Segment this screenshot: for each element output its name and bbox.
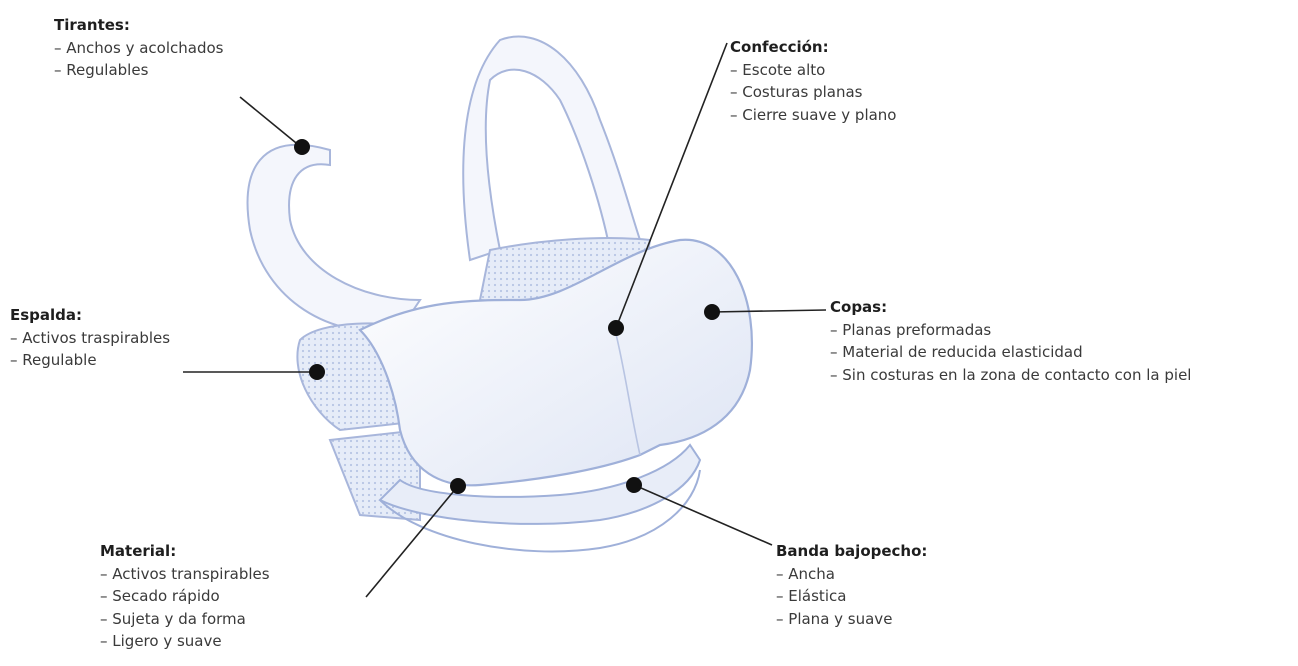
label-title: Tirantes: [54, 14, 223, 37]
label-banda-bajopecho: Banda bajopecho: Ancha Elástica Plana y … [776, 540, 927, 630]
label-item: Sujeta y da forma [100, 608, 270, 631]
label-title: Copas: [830, 296, 1191, 319]
label-item: Activos traspirables [10, 327, 170, 350]
label-item: Elástica [776, 585, 927, 608]
label-item: Regulable [10, 349, 170, 372]
label-item: Costuras planas [730, 81, 897, 104]
dot-material [450, 478, 466, 494]
leader-tirantes [240, 97, 301, 147]
dot-tirantes [294, 139, 310, 155]
label-item: Anchos y acolchados [54, 37, 223, 60]
garment-illustration [248, 37, 752, 552]
label-tirantes: Tirantes: Anchos y acolchados Regulables [54, 14, 223, 82]
label-item: Planas preformadas [830, 319, 1191, 342]
label-material: Material: Activos transpirables Secado r… [100, 540, 270, 653]
label-item: Ligero y suave [100, 630, 270, 653]
label-title: Espalda: [10, 304, 170, 327]
label-title: Banda bajopecho: [776, 540, 927, 563]
label-copas: Copas: Planas preformadas Material de re… [830, 296, 1191, 386]
label-item: Ancha [776, 563, 927, 586]
label-item: Secado rápido [100, 585, 270, 608]
label-item: Plana y suave [776, 608, 927, 631]
label-item: Regulables [54, 59, 223, 82]
label-espalda: Espalda: Activos traspirables Regulable [10, 304, 170, 372]
label-item: Material de reducida elasticidad [830, 341, 1191, 364]
dot-espalda [309, 364, 325, 380]
dot-confeccion [608, 320, 624, 336]
right-strap [463, 37, 640, 260]
label-confeccion: Confección: Escote alto Costuras planas … [730, 36, 897, 126]
label-title: Confección: [730, 36, 897, 59]
leader-banda [634, 485, 772, 545]
label-item: Activos transpirables [100, 563, 270, 586]
label-item: Escote alto [730, 59, 897, 82]
dot-copas [704, 304, 720, 320]
label-title: Material: [100, 540, 270, 563]
dot-banda [626, 477, 642, 493]
label-item: Sin costuras en la zona de contacto con … [830, 364, 1191, 387]
label-item: Cierre suave y plano [730, 104, 897, 127]
left-strap [248, 145, 420, 332]
